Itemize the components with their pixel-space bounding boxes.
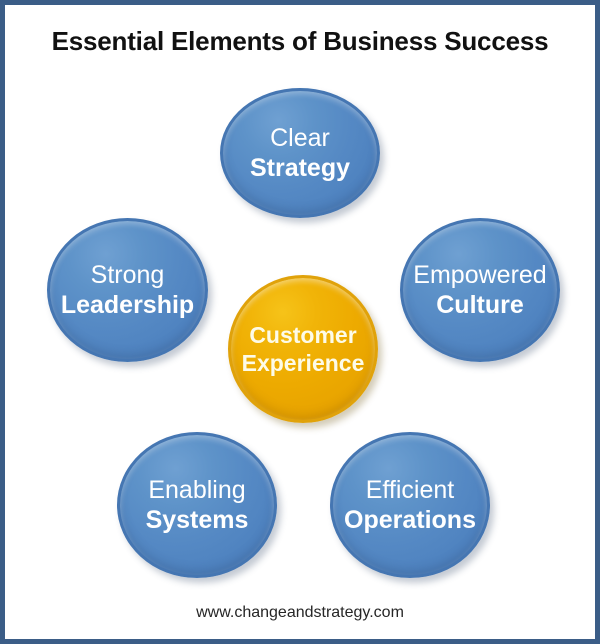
bubble-systems-line-top: Enabling — [148, 475, 246, 504]
bubble-operations[interactable]: Efficient Operations — [330, 432, 490, 578]
page-title: Essential Elements of Business Success — [51, 26, 549, 56]
bubble-strategy[interactable]: Clear Strategy — [220, 88, 380, 218]
frame-border-right — [595, 0, 600, 644]
bubble-operations-line-top: Efficient — [365, 475, 455, 504]
bubble-strategy-line-top: Clear — [270, 123, 330, 152]
frame-border-bottom — [0, 639, 600, 644]
bubble-operations-line-bottom: Operations — [344, 506, 476, 534]
bubble-systems[interactable]: Enabling Systems — [117, 432, 277, 578]
bubble-customer-experience-line-top: Customer — [249, 321, 357, 348]
bubble-culture[interactable]: Empowered Culture — [400, 218, 560, 362]
bubble-culture-line-top: Empowered — [413, 260, 547, 289]
bubble-leadership-line-top: Strong — [90, 260, 165, 289]
bubble-customer-experience[interactable]: Customer Experience — [228, 275, 378, 423]
footer-website-url: www.changeandstrategy.com — [196, 604, 404, 621]
bubble-leadership-line-bottom: Leadership — [60, 291, 195, 319]
bubble-strategy-line-bottom: Strategy — [249, 154, 351, 182]
bubble-systems-line-bottom: Systems — [145, 506, 249, 534]
frame-border-top — [0, 0, 600, 5]
bubble-culture-line-bottom: Culture — [436, 291, 524, 319]
bubble-customer-experience-line-bottom: Experience — [241, 350, 365, 376]
frame-border-left — [0, 0, 5, 644]
diagram-background: Essential Elements of Business Success C… — [5, 5, 595, 639]
bubble-leadership[interactable]: Strong Leadership — [47, 218, 208, 362]
